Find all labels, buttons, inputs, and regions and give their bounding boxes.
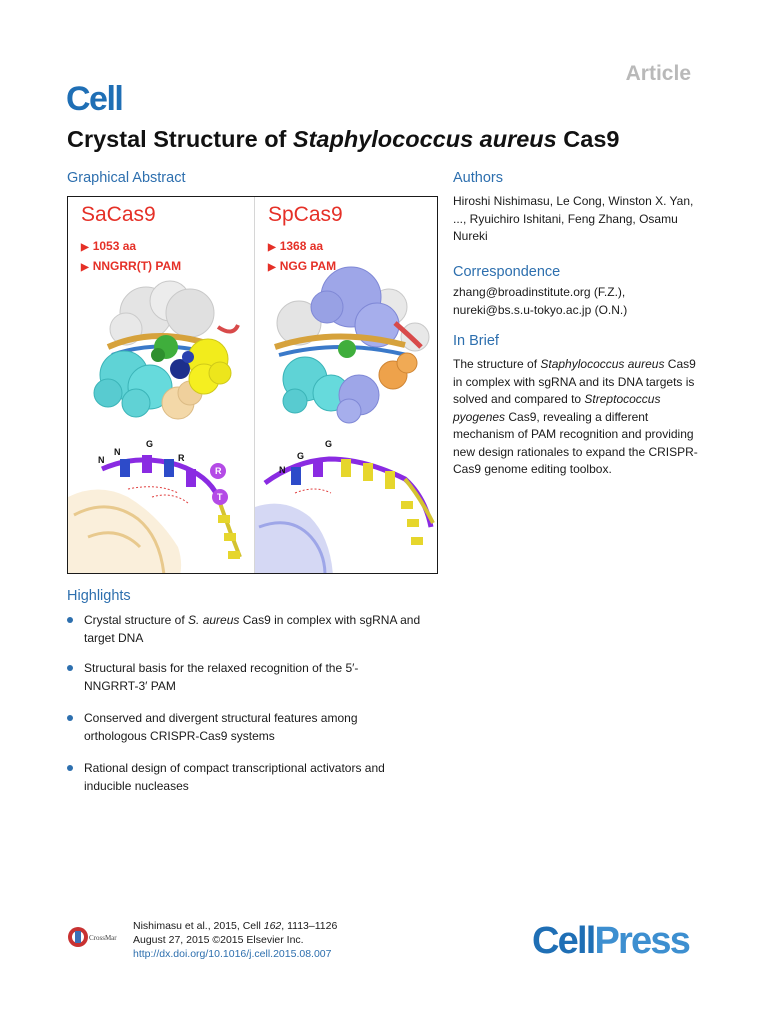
article-type-label: Article [625, 62, 691, 85]
title-end: Cas9 [556, 126, 620, 152]
in-brief-heading: In Brief [453, 333, 499, 349]
in-brief-species-2: Streptococcus pyogenes [453, 392, 661, 424]
cellpress-press: Press [594, 920, 691, 962]
citation-block: Nishimasu et al., 2015, Cell 162, 1113–1… [133, 919, 337, 961]
title-species: Staphylococcus aureus [292, 126, 557, 152]
sacas9-pam-closeup [68, 455, 242, 573]
crossmark-text: CrossMark [89, 934, 117, 942]
bullet-icon [67, 765, 73, 771]
highlight-text: Structural basis for the relaxed recogni… [84, 661, 359, 693]
spcas9-length: ▶1368 aa [268, 239, 323, 253]
triangle-icon: ▶ [81, 262, 89, 273]
sacas9-pam-label-t: T [217, 492, 223, 502]
authors-heading: Authors [453, 170, 503, 186]
sacas9-panel: N N G R R T SaCas9 ▶1053 aa ▶NNGRR(T) PA… [68, 197, 253, 573]
spcas9-orange-domain [378, 352, 418, 390]
bullet-icon [67, 715, 73, 721]
in-brief-part: Cas9, revealing a different mechanism of… [453, 409, 698, 477]
email-nureki[interactable]: nureki@bs.s.u-tokyo.ac.jp (O.N.) [453, 302, 628, 317]
doi-link[interactable]: http://dx.doi.org/10.1016/j.cell.2015.08… [133, 948, 332, 960]
spcas9-panel: N G G SpCas9 ▶1368 aa ▶NGG PAM [255, 197, 437, 573]
spcas9-length-text: 1368 aa [279, 239, 324, 253]
highlight-text-italic: S. aureus [188, 613, 240, 627]
bullet-icon [67, 665, 73, 671]
graphical-abstract-heading: Graphical Abstract [67, 170, 186, 186]
email-zhang[interactable]: zhang@broadinstitute.org (F.Z.), [453, 285, 626, 299]
correspondence-heading: Correspondence [453, 264, 561, 280]
journal-logo: Cell [66, 80, 124, 118]
sacas9-pam-label-n1: N [98, 455, 105, 465]
in-brief-part: The structure of [453, 357, 541, 371]
highlight-text: Conserved and divergent structural featu… [84, 711, 358, 743]
sacas9-length-text: 1053 aa [92, 239, 137, 253]
crossmark-logo[interactable]: CrossMark [67, 926, 117, 948]
paper-title: Crystal Structure of Staphylococcus aure… [67, 126, 619, 153]
sacas9-length: ▶1053 aa [81, 239, 136, 253]
in-brief-text: The structure of Staphylococcus aureus C… [453, 356, 703, 479]
triangle-icon: ▶ [268, 242, 276, 253]
sacas9-yellow-domain [187, 338, 232, 395]
highlight-text-part: Cas9 in complex with sgRNA and target DN… [84, 613, 421, 645]
panel-divider [254, 197, 255, 573]
spcas9-pam-label-g1: G [297, 451, 304, 461]
spcas9-pam-label-n: N [279, 465, 286, 475]
spcas9-pam: ▶NGG PAM [268, 259, 336, 273]
highlights-heading: Highlights [67, 588, 131, 604]
citation-authors: Nishimasu et al., 2015, Cell [133, 920, 264, 932]
highlight-text: Crystal structure of S. aureus Cas9 in c… [84, 612, 434, 647]
triangle-icon: ▶ [268, 262, 276, 273]
bullet-icon [67, 617, 73, 623]
sacas9-structure-figure: N N G R R T [68, 280, 242, 573]
highlight-text: Rational design of compact transcription… [84, 761, 385, 793]
sacas9-pam-label-r1: R [178, 453, 185, 463]
citation-pages: , 1113–1126 [281, 920, 338, 932]
sacas9-pam-label-n2: N [114, 447, 121, 457]
author-list: Hiroshi Nishimasu, Le Cong, Winston X. Y… [453, 194, 694, 243]
graphical-abstract: N N G R R T SaCas9 ▶1053 aa ▶NNGRR(T) PA… [67, 196, 438, 574]
sacas9-pam: ▶NNGRR(T) PAM [81, 259, 181, 273]
spcas9-lavender-domain [310, 266, 400, 348]
triangle-icon: ▶ [81, 242, 89, 253]
citation-line: Nishimasu et al., 2015, Cell 162, 1113–1… [133, 919, 337, 933]
in-brief-species-1: Staphylococcus aureus [540, 357, 665, 371]
sacas9-pam-label-r2: R [215, 466, 222, 476]
correspondence-emails: zhang@broadinstitute.org (F.Z.), nureki@… [453, 284, 713, 319]
citation-volume: 162 [263, 920, 282, 932]
sacas9-green-domain [151, 335, 178, 362]
publication-date: August 27, 2015 ©2015 Elsevier Inc. [133, 934, 304, 946]
cellpress-logo: CellPress [532, 920, 691, 963]
in-brief-part: Cas9 in complex with sgRNA and its DNA t… [453, 357, 696, 406]
title-start: Crystal Structure of [67, 126, 293, 152]
spcas9-structure-figure: N G G [255, 266, 435, 573]
sacas9-name: SaCas9 [81, 203, 156, 226]
sacas9-cyan-domain [93, 350, 173, 418]
spcas9-green-domain [338, 340, 356, 358]
sacas9-pam-label-g: G [146, 439, 153, 449]
sacas9-white-surface [109, 280, 215, 346]
cellpress-cell: Cell [532, 920, 596, 962]
spcas9-pam-closeup [255, 456, 435, 573]
sacas9-pam-text: NNGRR(T) PAM [92, 259, 182, 273]
sacas9-dark-domain [170, 351, 194, 379]
spcas9-pam-text: NGG PAM [279, 259, 337, 273]
spcas9-pam-label-g2: G [325, 439, 332, 449]
highlight-text-part: Crystal structure of [84, 613, 189, 627]
spcas9-lavender-lower [336, 374, 380, 424]
spcas9-name: SpCas9 [268, 203, 343, 226]
